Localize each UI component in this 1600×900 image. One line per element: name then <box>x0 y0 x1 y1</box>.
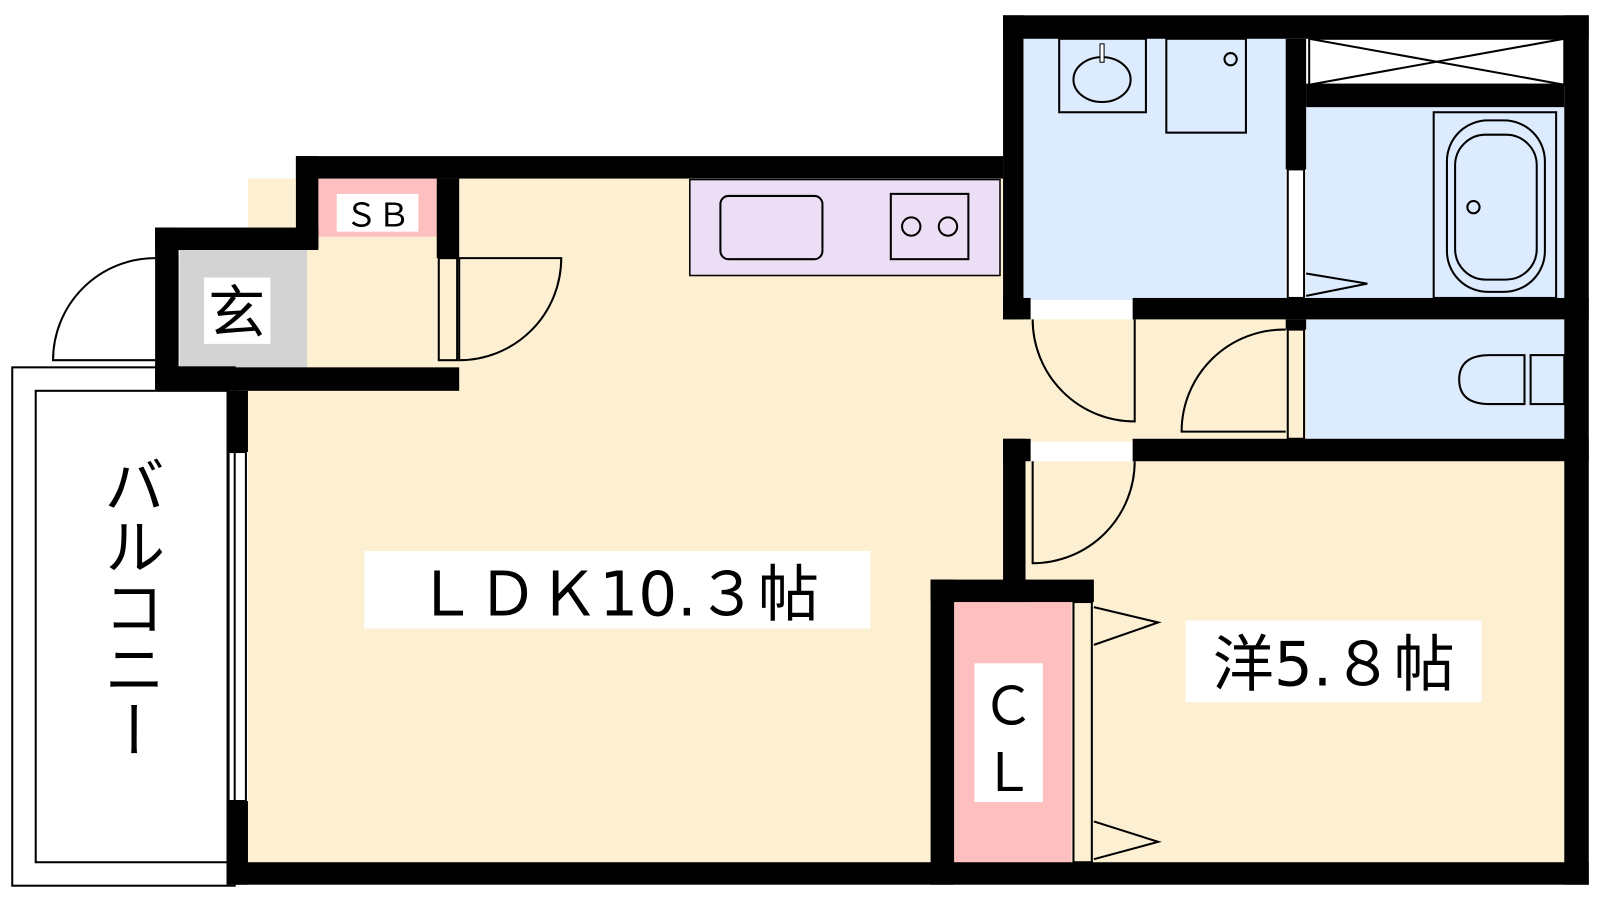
entrance-door[interactable] <box>52 257 156 362</box>
bath-door-frame <box>1286 168 1306 299</box>
western-window <box>1565 521 1588 805</box>
walls <box>155 15 1589 885</box>
ldk-door-frame <box>437 257 459 362</box>
toilet-floor <box>1306 319 1567 441</box>
shoe-box-label-bg <box>336 193 419 232</box>
ldk-label-bg <box>364 551 871 629</box>
entrance-label-bg <box>204 277 271 344</box>
entry-floor <box>308 236 439 370</box>
balcony-label: バルコニー <box>93 454 164 760</box>
stove-icon <box>889 192 970 261</box>
shoe-box-label: ＳＢ <box>345 197 410 235</box>
toilet-door-frame <box>1286 328 1306 440</box>
sink-icon <box>719 194 824 261</box>
ldk-label: ＬＤＫ10.３帖 <box>416 559 819 630</box>
closet-label-bg <box>974 663 1043 803</box>
balcony-label-bg <box>94 440 164 792</box>
balcony-outline <box>11 366 236 887</box>
closet-door-top[interactable] <box>1093 606 1162 646</box>
entrance-door-frame <box>156 257 179 362</box>
toilet-door[interactable] <box>1180 328 1286 433</box>
western-label-bg <box>1185 620 1482 703</box>
entrance-label: 玄 <box>208 281 265 347</box>
hallway-floor <box>1003 319 1310 442</box>
closet-label-1: Ｃ <box>982 675 1035 737</box>
ldk-door[interactable] <box>458 257 563 362</box>
washroom-floor <box>1023 38 1286 300</box>
closet-door-bottom[interactable] <box>1093 820 1162 861</box>
storage-x-icon <box>1308 37 1566 86</box>
western-room-label: 洋5.８帖 <box>1213 630 1455 701</box>
closet-doors <box>1072 601 1093 864</box>
bath-door[interactable] <box>1305 272 1368 297</box>
washbasin-icon <box>1058 37 1147 114</box>
western-room-door[interactable] <box>1031 461 1136 565</box>
closet-label-2: Ｌ <box>982 742 1035 804</box>
washroom-door[interactable] <box>1031 319 1136 423</box>
balcony-window <box>227 451 247 803</box>
